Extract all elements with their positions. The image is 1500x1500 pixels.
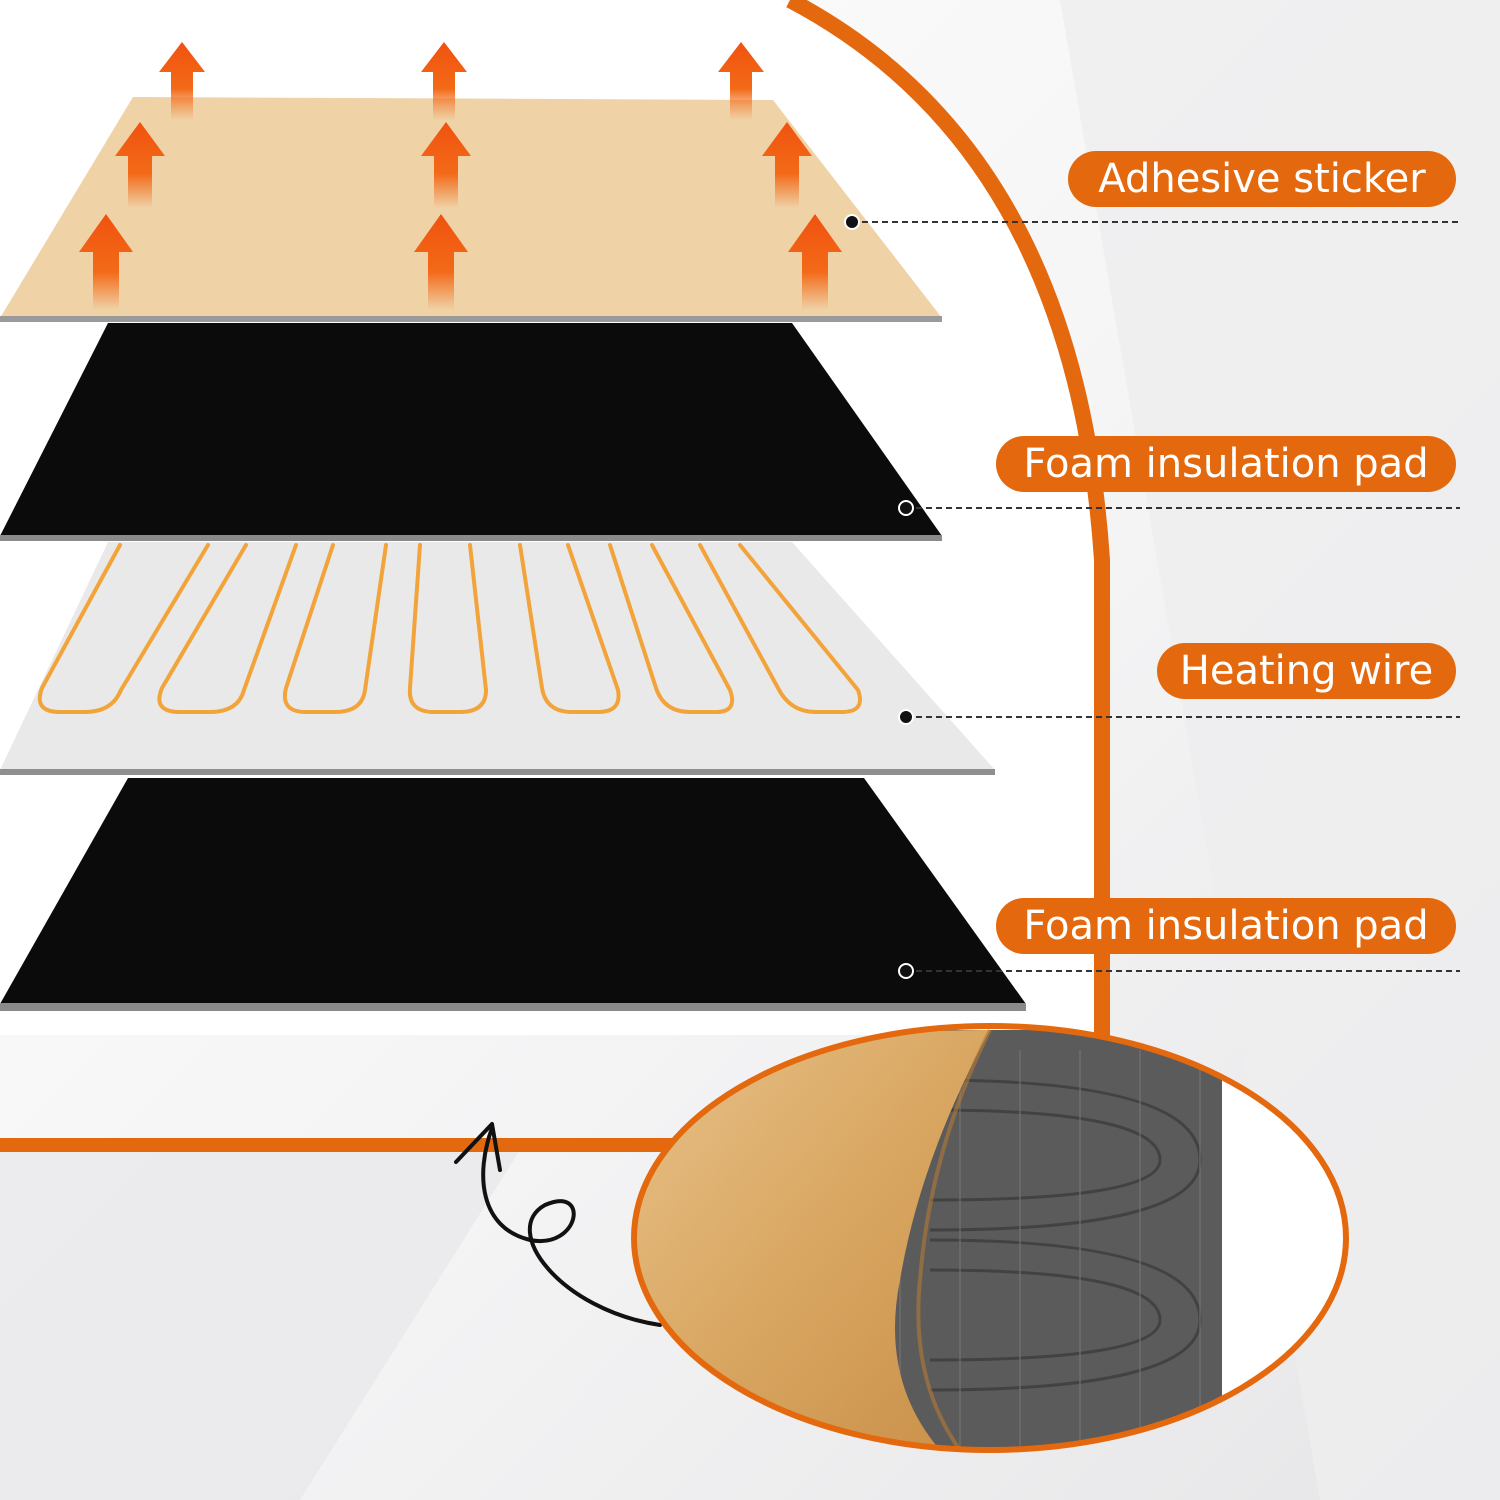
layer-edge — [0, 535, 942, 541]
curly-arrow-icon — [454, 1122, 662, 1327]
layer-edge — [0, 316, 942, 322]
upward-arrow-icon — [762, 122, 812, 208]
background-shade — [1060, 0, 1500, 1500]
upward-arrow-icon — [788, 214, 842, 310]
layer-edge — [0, 769, 995, 775]
foam-insulation-layer-bottom — [0, 778, 1026, 1004]
label-foam-insulation-pad-bottom: Foam insulation pad — [996, 898, 1456, 954]
detail-photo — [634, 1026, 1346, 1450]
upward-arrow-icon — [421, 42, 467, 120]
label-foam-insulation-pad-top: Foam insulation pad — [996, 436, 1456, 492]
label-adhesive-sticker: Adhesive sticker — [1068, 151, 1456, 207]
heat-arrows — [79, 42, 842, 310]
upward-arrow-icon — [115, 122, 165, 208]
heating-wire — [37, 543, 862, 714]
upward-arrow-icon — [421, 122, 471, 208]
leader-dots — [844, 214, 914, 979]
backing-paper — [634, 1030, 990, 1450]
layer-edge — [0, 1003, 1026, 1011]
upward-arrow-icon — [79, 214, 133, 310]
heating-wire-layer — [0, 542, 995, 770]
upward-arrow-icon — [159, 42, 205, 120]
adhesive-sticker-layer — [0, 97, 942, 318]
detail-photo-frame — [631, 1023, 1349, 1453]
label-heating-wire: Heating wire — [1157, 643, 1456, 699]
foam-insulation-layer-top — [0, 323, 942, 536]
upward-arrow-icon — [414, 214, 468, 310]
leader-lines — [852, 221, 1460, 972]
upward-arrow-icon — [718, 42, 764, 120]
background-shade — [0, 1150, 520, 1500]
